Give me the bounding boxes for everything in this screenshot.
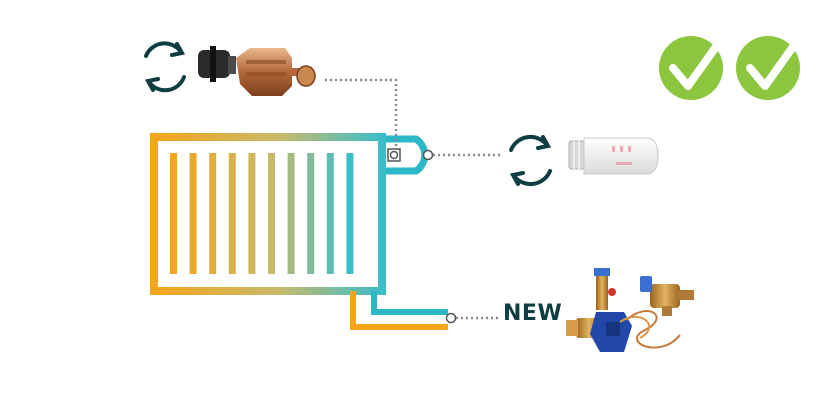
radiator-fin xyxy=(209,153,217,274)
dotted-connectors xyxy=(325,78,502,320)
checkmark-icon xyxy=(736,36,800,100)
checkmark-icon xyxy=(659,36,723,100)
radiator-fin xyxy=(248,153,256,274)
radiator-fin xyxy=(170,153,177,274)
radiator-fin xyxy=(189,153,197,274)
replace-cycle-icon xyxy=(144,41,186,93)
thermostat-head-image xyxy=(568,137,659,175)
new-label: NEW xyxy=(503,301,563,326)
radiator xyxy=(150,133,386,295)
radiator-fins xyxy=(170,153,354,274)
balancing-valve-image xyxy=(566,268,694,352)
radiator-fin xyxy=(326,153,334,274)
radiator-fin xyxy=(346,153,354,274)
radiator-fin xyxy=(268,153,275,274)
radiator-fin xyxy=(307,153,315,274)
radiator-fin xyxy=(228,153,236,274)
valve-connector xyxy=(386,135,434,175)
return-pipes xyxy=(350,291,457,330)
valve-insert-image xyxy=(198,46,316,96)
radiator-fin xyxy=(287,153,295,274)
replace-cycle-icon xyxy=(509,134,552,187)
